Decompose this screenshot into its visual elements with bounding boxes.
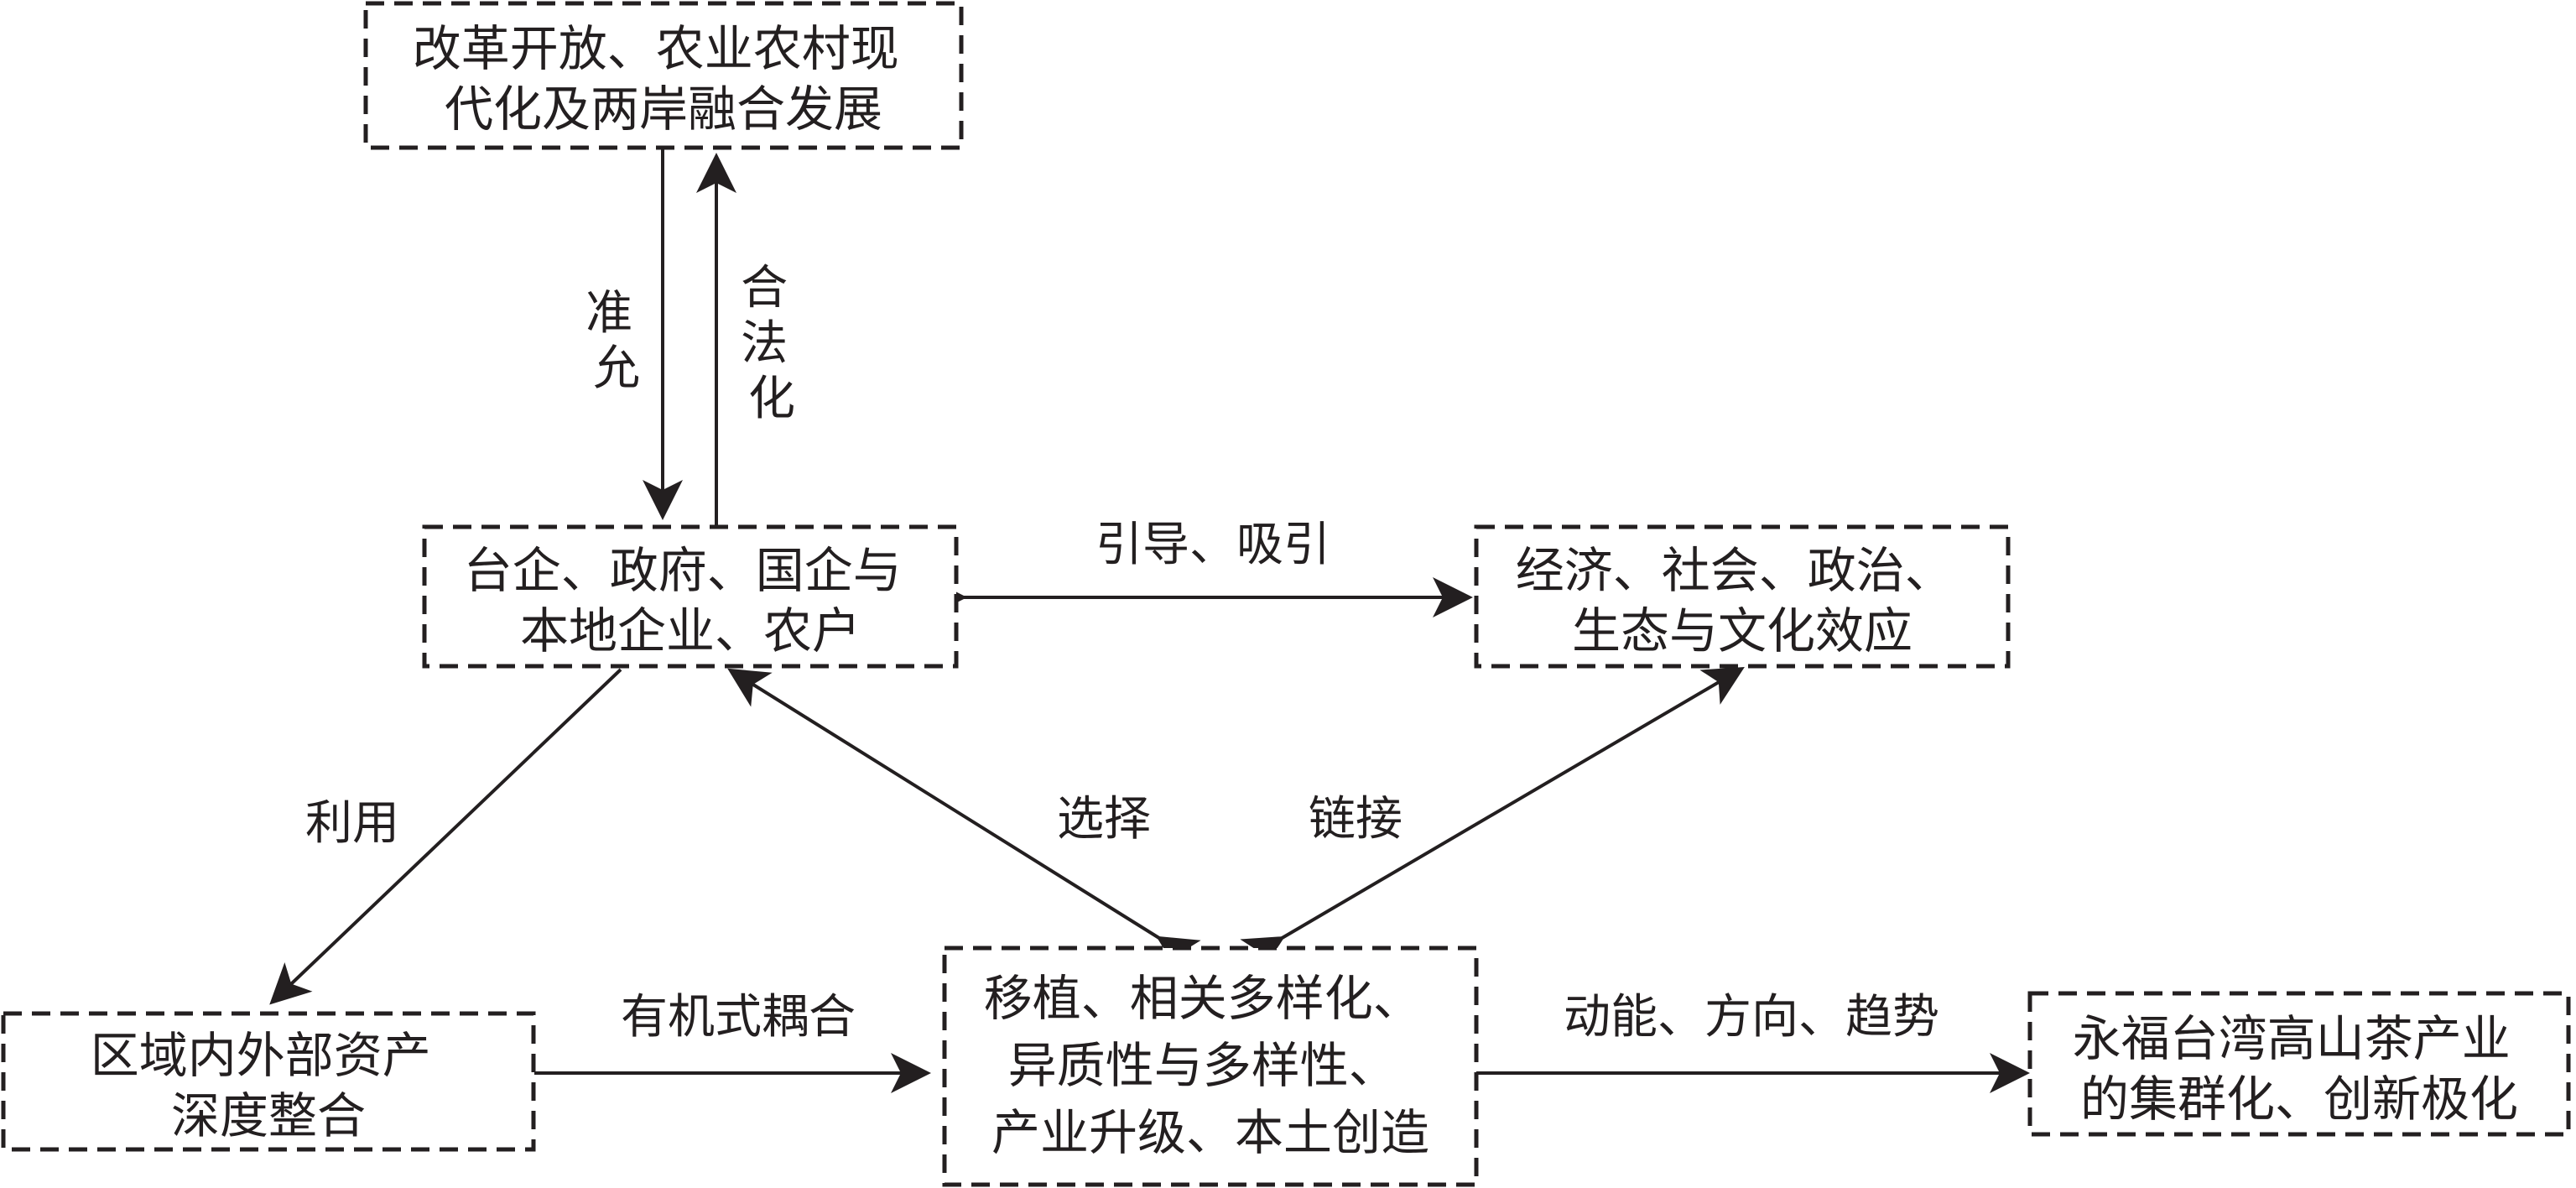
label-utilize: 利用 (305, 796, 399, 851)
edge-labels-layer: 准 允 合 法 化 引导、吸引 利用 选择 链接 有机式耦合 动能、方向、趋势 (305, 261, 1939, 1045)
box-reform: 改革开放、农业农村现 代化及两岸融合发展 (363, 1, 964, 150)
box-assets-text: 区域内外部资产 深度整合 (91, 1027, 446, 1144)
edges-layer (269, 148, 2030, 1093)
box-reform-line-2: 代化及两岸融合发展 (445, 81, 882, 138)
box-outcome-frame (2027, 991, 2571, 1137)
label-organic-coupling: 有机式耦合 (621, 990, 856, 1045)
box-effects-frame (1474, 524, 2011, 669)
box-process-line-1: 移植、相关多样化、 (984, 970, 1422, 1027)
edge-select-line (727, 668, 1201, 975)
edge-link-line (1240, 666, 1745, 974)
box-reform-frame (363, 1, 964, 150)
box-outcome-line-2: 的集群化、创新极化 (2080, 1071, 2518, 1128)
box-assets: 区域内外部资产 深度整合 (1, 1011, 536, 1152)
label-momentum: 动能、方向、趋势 (1564, 990, 1939, 1045)
label-permit-char-2: 允 (593, 341, 640, 396)
box-process-line-2: 异质性与多样性、 (1008, 1037, 1397, 1094)
box-actors-line-2: 本地企业、农户 (520, 602, 861, 659)
box-actors-line-1: 台企、政府、国企与 (464, 542, 902, 599)
label-legitimize-char-2: 法 (741, 316, 788, 371)
box-outcome: 永福台湾高山茶产业 的集群化、创新极化 (2027, 991, 2571, 1137)
box-effects-text: 经济、社会、政治、 生态与文化效应 (1516, 542, 1969, 659)
box-process: 移植、相关多样化、 异质性与多样性、 产业升级、本土创造 (942, 946, 1479, 1187)
box-actors-frame (422, 524, 959, 669)
box-actors-text: 台企、政府、国企与 本地企业、农户 (464, 542, 917, 659)
label-guide-attract: 引导、吸引 (1095, 518, 1330, 572)
label-select: 选择 (1057, 792, 1151, 847)
box-process-frame (942, 946, 1479, 1187)
box-actors: 台企、政府、国企与 本地企业、农户 (422, 524, 959, 669)
box-effects-line-1: 经济、社会、政治、 (1516, 542, 1954, 599)
edge-utilize-line (269, 668, 622, 1005)
box-assets-line-1: 区域内外部资产 (91, 1027, 431, 1084)
label-legitimize: 合 法 化 (741, 261, 803, 426)
label-legitimize-char-1: 合 (741, 261, 788, 315)
box-process-text: 移植、相关多样化、 异质性与多样性、 产业升级、本土创造 (984, 970, 1437, 1161)
label-permit-char-1: 准 (585, 286, 632, 341)
box-outcome-text: 永福台湾高山茶产业 的集群化、创新极化 (2073, 1010, 2526, 1128)
box-process-line-3: 产业升级、本土创造 (991, 1104, 1429, 1161)
label-permit: 准 允 (585, 286, 648, 396)
label-link: 链接 (1309, 792, 1402, 847)
box-assets-frame (1, 1011, 536, 1152)
box-assets-line-2: 深度整合 (171, 1087, 366, 1144)
box-effects-line-2: 生态与文化效应 (1572, 602, 1912, 659)
box-reform-line-1: 改革开放、农业农村现 (413, 20, 899, 77)
label-legitimize-char-3: 化 (748, 372, 795, 426)
box-outcome-line-1: 永福台湾高山茶产业 (2073, 1010, 2511, 1067)
box-effects: 经济、社会、政治、 生态与文化效应 (1474, 524, 2011, 669)
box-reform-text: 改革开放、农业农村现 代化及两岸融合发展 (413, 20, 914, 138)
